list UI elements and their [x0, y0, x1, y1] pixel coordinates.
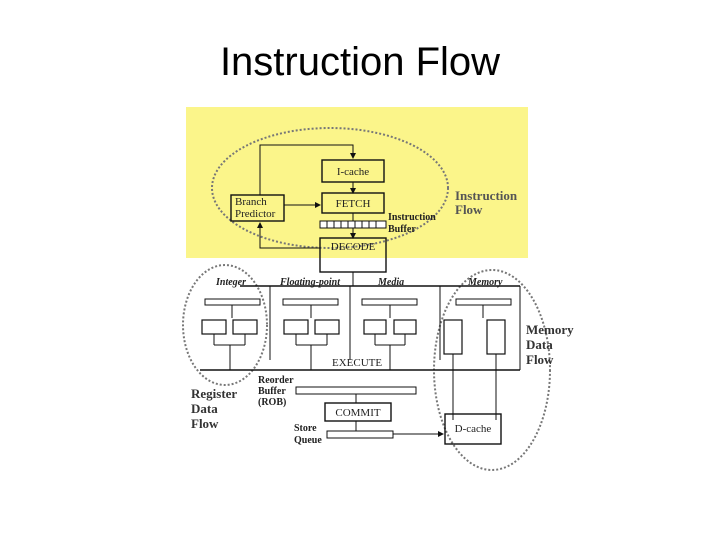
- instruction-buffer: Instruction Buffer: [319, 212, 436, 235]
- floating-point-unit-label: Floating-point: [279, 277, 341, 288]
- decode-label: DECODE: [331, 241, 376, 253]
- instruction-flow-label-2: Flow: [455, 202, 483, 217]
- branch-predictor-block: Branch Predictor: [230, 194, 285, 222]
- instruction-buffer-label-1: Instruction: [388, 212, 436, 223]
- instruction-buffer-label-2: Buffer: [388, 224, 416, 235]
- register-flow-label-1: Register: [191, 386, 237, 401]
- memory-units: [443, 319, 506, 355]
- memory-flow-label-1: Memory: [526, 322, 574, 337]
- rob-label-3: (ROB): [258, 397, 286, 408]
- icache-label: I-cache: [337, 166, 369, 178]
- store-queue: Store Queue: [294, 423, 394, 446]
- store-queue-label-2: Queue: [294, 435, 322, 446]
- execute-label: EXECUTE: [332, 357, 382, 369]
- media-units: [363, 319, 417, 335]
- register-flow-loop: [182, 264, 268, 386]
- dcache-label: D-cache: [455, 423, 492, 435]
- branch-predictor-label-2: Predictor: [235, 208, 276, 220]
- dcache-block: D-cache: [444, 413, 502, 445]
- instruction-flow-loop: [211, 127, 449, 249]
- rob-label-1: Reorder: [258, 375, 294, 386]
- memory-queue: [455, 298, 512, 306]
- branch-predictor-label-1: Branch: [235, 196, 267, 208]
- rob-label-2: Buffer: [258, 386, 286, 397]
- page-title: Instruction Flow: [219, 40, 501, 84]
- commit-block: COMMIT: [324, 402, 392, 422]
- instruction-flow-label-1: Instruction: [455, 188, 518, 203]
- integer-queue: [204, 298, 261, 306]
- media-queue: [361, 298, 418, 306]
- memory-flow-label-2: Data: [526, 337, 553, 352]
- store-queue-label-1: Store: [294, 423, 317, 434]
- floating-point-units: [283, 319, 340, 335]
- commit-label: COMMIT: [335, 407, 381, 419]
- memory-unit-label: Memory: [467, 277, 503, 288]
- fetch-label: FETCH: [336, 198, 371, 210]
- integer-units: [201, 319, 258, 335]
- integer-unit-label: Integer: [215, 277, 246, 288]
- register-flow-label-3: Flow: [191, 416, 219, 431]
- register-flow-label-2: Data: [191, 401, 218, 416]
- memory-flow-label-3: Flow: [526, 352, 554, 367]
- media-unit-label: Media: [377, 277, 404, 288]
- floating-point-queue: [282, 298, 339, 306]
